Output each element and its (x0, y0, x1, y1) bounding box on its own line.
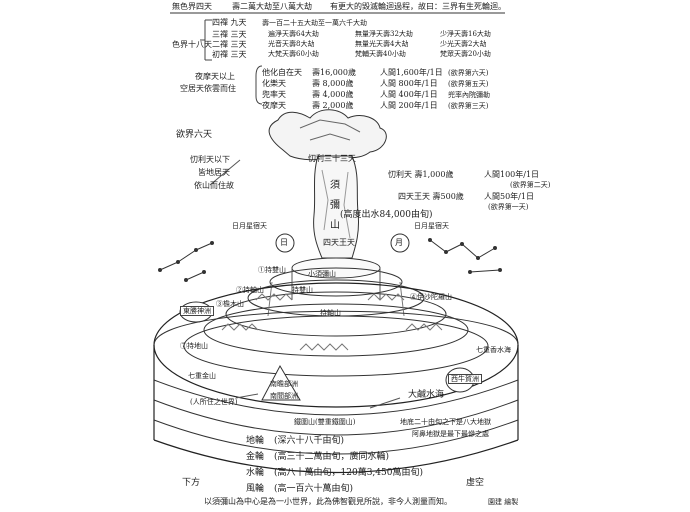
east-continent: 東勝神洲 (180, 306, 214, 316)
sumeru-height: (高度出水84,000由旬) (340, 210, 433, 220)
layer-wind-name: 風輪 (246, 484, 265, 494)
four-kings-day: 人間50年/1日 (484, 192, 534, 201)
layer-gold-desc: (高三十二萬由旬，廣同水輪) (274, 452, 390, 462)
sun-moon-left: 日月星宿天 (232, 222, 267, 230)
form-realm-label: 色界十八天 (172, 40, 212, 49)
col2-row3: 梵輔天壽40小劫 (355, 50, 406, 58)
south-continent: 南瞻部洲 (270, 380, 298, 388)
left-line-1: 忉利天以下 (190, 155, 230, 164)
layer-wind-desc: (高一百六十萬由旬) (274, 484, 354, 494)
col3-row1: 少淨天壽16大劫 (440, 30, 491, 38)
human-world: (人所住之世界) (190, 398, 238, 406)
col2-row1: 無量淨天壽32大劫 (355, 30, 413, 38)
layer-water-name: 水輪 (246, 468, 265, 478)
second-dhyana: 二禪 三天 (212, 40, 247, 49)
desire-six-heavens: 欲界六天 (176, 130, 213, 140)
west-continent: 西牛賀洲 (448, 374, 482, 384)
south-continent-2: 南閻部洲 (270, 392, 298, 400)
moon-char: 月 (395, 238, 403, 247)
below-label: 下方 (182, 478, 201, 488)
heaven-note-1: (欲界第六天) (448, 69, 489, 77)
inner-label-1: 小須彌山 (308, 270, 336, 278)
layer-water-desc: (高八十萬由旬，120萬3,450萬由旬) (274, 468, 423, 478)
fourth-dhyana-life: 壽一百二十五大劫至一萬六千大劫 (262, 19, 367, 27)
cycle-note: 有更大的毀滅輪迴過程，故曰：三界有生死輪迴。 (330, 2, 506, 11)
col3-row2: 少光天壽2大劫 (440, 40, 487, 48)
col2-row2: 無量光天壽4大劫 (355, 40, 409, 48)
heaven-day-2: 人間 800年/1日 (380, 79, 438, 88)
layer-earth-name: 地輪 (246, 436, 265, 446)
iron-mountain: 鐵圍山(雙重鐵圍山) (294, 418, 356, 426)
heaven-day-3: 人間 400年/1日 (380, 90, 438, 99)
heaven-note-2: (欲界第五天) (448, 80, 489, 88)
first-dhyana: 初禪 三天 (212, 50, 247, 59)
layer-gold-name: 金輪 (246, 452, 265, 462)
formless-realm-label: 無色界四天 (172, 2, 212, 11)
heaven-name-1: 他化自在天 (262, 68, 302, 77)
col1-row2: 光音天壽8大劫 (268, 40, 315, 48)
left-line-2: 皆地居天 (198, 168, 230, 177)
sun-char: 日 (280, 238, 288, 247)
heaven-name-2: 化樂天 (262, 79, 286, 88)
heaven-life-4: 壽 2,000歲 (312, 101, 354, 110)
void-label: 虛空 (466, 478, 485, 488)
inner-label-2: 持雙山 (292, 286, 313, 294)
fourth-dhyana: 四禪 九天 (212, 18, 247, 27)
trayastrimsa-life: 忉利天 壽1,000歲 (388, 170, 454, 179)
credit: 園建 繪製 (488, 498, 519, 506)
ring-label-1: ①持雙山 (258, 266, 286, 274)
summit-label: 忉利三十三天 (308, 154, 356, 163)
ring-label-2: ②持軸山 (236, 286, 264, 294)
yama-above-2: 空居天依雲而住 (180, 84, 236, 93)
heaven-name-4: 夜摩天 (262, 101, 286, 110)
iron-note-1: 地底二十由旬之下是八大地獄 (400, 418, 491, 426)
heaven-name-3: 兜率天 (262, 90, 286, 99)
heaven-life-1: 壽16,000歲 (312, 68, 356, 77)
formless-lifespan: 壽二萬大劫至八萬大劫 (232, 2, 312, 11)
left-line-3: 依山而住故 (194, 181, 234, 190)
trayastrimsa-day: 人間100年/1日 (484, 170, 540, 179)
trayastrimsa-note: (欲界第二天) (510, 181, 551, 189)
inner-label-3: 持軸山 (320, 309, 341, 317)
four-kings-life: 四天王天 壽500歲 (398, 192, 464, 201)
ring-label-3: ③檐木山 (216, 300, 244, 308)
sun-moon-right: 日月星宿天 (414, 222, 449, 230)
sumeru-char-2: 彌 (330, 200, 340, 211)
sumeru-char-3: 山 (330, 220, 340, 231)
col1-row1: 遍淨天壽64大劫 (268, 30, 319, 38)
heaven-day-1: 人間1,600年/1日 (380, 68, 443, 77)
four-kings-label: 四天王天 (323, 238, 355, 247)
great-salt-sea: 大鹹水海 (408, 390, 445, 400)
sumeru-char-1: 須 (330, 180, 340, 191)
seven-golden-label: 七重金山 (188, 372, 216, 380)
ring-label-7: ⑦持地山 (180, 342, 208, 350)
third-dhyana: 三禪 三天 (212, 30, 247, 39)
col3-row3: 梵眾天壽20小劫 (440, 50, 491, 58)
heaven-note-3: 兜率內院彌勒 (448, 91, 490, 99)
heaven-life-3: 壽 4,000歲 (312, 90, 354, 99)
yugandhara-label: ④伊沙陀羅山 (410, 293, 452, 301)
bottom-caption: 以須彌山為中心是為一小世界，此為佛智觀見所說，非今人測量而知。 (204, 497, 452, 506)
four-kings-note: (欲界第一天) (488, 203, 529, 211)
col1-row3: 大梵天壽60小劫 (268, 50, 319, 58)
heaven-note-4: (欲界第三天) (448, 102, 489, 110)
iron-note-2: 阿鼻地獄是最下最慘之處 (412, 430, 489, 438)
heaven-day-4: 人間 200年/1日 (380, 101, 438, 110)
yama-above: 夜摩天以上 (195, 72, 235, 81)
heaven-life-2: 壽 8,000歲 (312, 79, 354, 88)
layer-earth-desc: (深六十八千由旬) (274, 436, 345, 446)
seven-seas-right: 七重香水海 (476, 346, 511, 354)
